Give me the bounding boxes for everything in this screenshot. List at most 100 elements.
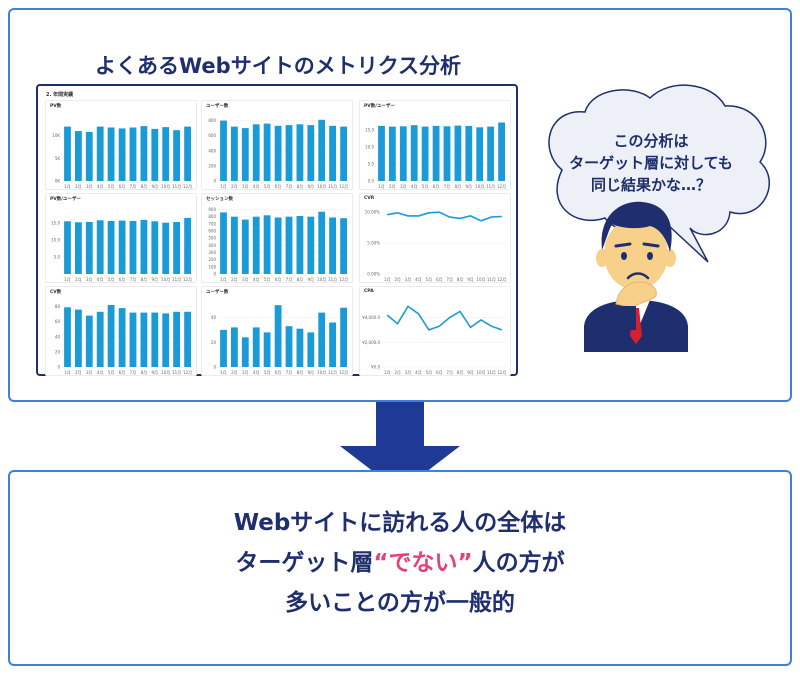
x-tick-label: 1月 xyxy=(64,277,71,282)
bar xyxy=(85,132,93,181)
bar xyxy=(285,216,293,274)
x-tick-label: 6月 xyxy=(119,184,126,189)
y-tick-label: 15.0 xyxy=(51,221,60,226)
bar xyxy=(75,309,82,367)
y-tick-label: 300 xyxy=(208,250,216,255)
x-tick-label: 4月 xyxy=(97,184,104,189)
panel-title: PV数 xyxy=(50,104,62,109)
bubble-line-2: ターゲット層に対しても xyxy=(569,154,733,172)
x-tick-label: 11月 xyxy=(487,370,496,375)
y-tick-label: 0 xyxy=(213,179,216,184)
bar xyxy=(96,220,104,274)
y-tick-label: 0.0 xyxy=(368,179,375,184)
series-line xyxy=(387,211,502,222)
x-tick-label: 4月 xyxy=(253,370,260,375)
x-tick-label: 8月 xyxy=(457,370,464,375)
bar xyxy=(173,222,180,274)
x-tick-label: 11月 xyxy=(328,184,337,189)
x-tick-label: 5月 xyxy=(426,370,433,375)
x-tick-label: 9月 xyxy=(467,370,474,375)
conclusion-line-3: 多いことの方が一般的 xyxy=(285,590,515,616)
right-eyebrow xyxy=(642,242,660,248)
x-tick-label: 12月 xyxy=(183,370,192,375)
bar xyxy=(173,130,180,181)
bar xyxy=(220,120,227,181)
x-tick-label: 5月 xyxy=(264,370,271,375)
x-tick-label: 11月 xyxy=(487,277,496,282)
y-tick-label: ¥0.0 xyxy=(371,365,380,370)
bar xyxy=(85,315,93,367)
x-tick-label: 11月 xyxy=(486,184,495,189)
x-tick-label: 9月 xyxy=(308,370,315,375)
x-tick-label: 2月 xyxy=(231,370,238,375)
x-tick-label: 5月 xyxy=(108,184,115,189)
x-tick-label: 12月 xyxy=(339,184,348,189)
bar xyxy=(329,322,336,367)
bar xyxy=(220,212,227,274)
x-tick-label: 4月 xyxy=(253,277,260,282)
x-tick-label: 3月 xyxy=(405,277,412,282)
bar xyxy=(140,312,148,367)
bar xyxy=(498,122,505,181)
x-tick-label: 7月 xyxy=(286,277,293,282)
y-tick-label: 5.0 xyxy=(368,162,375,167)
bar xyxy=(378,125,385,181)
y-tick-label: 0.00% xyxy=(367,272,380,277)
bar xyxy=(329,125,336,181)
bar xyxy=(85,222,93,274)
bar xyxy=(129,221,137,274)
x-tick-label: 5月 xyxy=(108,277,115,282)
bar xyxy=(231,327,238,367)
bar xyxy=(151,312,159,367)
x-tick-label: 4月 xyxy=(97,277,104,282)
bar xyxy=(399,126,407,181)
bar xyxy=(252,124,260,181)
right-ear xyxy=(664,249,676,267)
conclusion-frame xyxy=(8,470,792,666)
x-tick-label: 10月 xyxy=(161,370,170,375)
bar xyxy=(307,125,315,181)
left-eyebrow xyxy=(614,242,632,248)
x-tick-label: 9月 xyxy=(152,184,159,189)
x-tick-label: 7月 xyxy=(130,277,137,282)
bar xyxy=(107,127,115,181)
bar xyxy=(184,217,191,274)
left-ear xyxy=(596,249,608,267)
series-line xyxy=(386,305,503,331)
x-tick-label: 3月 xyxy=(400,184,407,189)
bar xyxy=(241,337,249,367)
x-tick-label: 10月 xyxy=(317,277,326,282)
mouth xyxy=(626,272,650,280)
x-tick-label: 8月 xyxy=(457,277,464,282)
bar xyxy=(340,218,347,274)
bar xyxy=(296,216,304,274)
x-tick-label: 2月 xyxy=(231,184,238,189)
bar xyxy=(162,222,170,274)
y-tick-label: 60 xyxy=(55,319,61,324)
bubble-line-3: 同じ結果かな…？ xyxy=(590,176,711,194)
bar xyxy=(118,128,126,181)
x-tick-label: 9月 xyxy=(467,277,474,282)
bar xyxy=(465,125,473,181)
bar xyxy=(162,313,170,367)
x-tick-label: 12月 xyxy=(497,277,506,282)
left-eye xyxy=(621,252,627,260)
bar xyxy=(162,127,170,181)
x-tick-label: 8月 xyxy=(297,184,304,189)
x-tick-label: 6月 xyxy=(275,370,282,375)
x-tick-label: 5月 xyxy=(108,370,115,375)
panel-title: ユーザー数 xyxy=(206,290,229,295)
down-arrow xyxy=(340,402,460,492)
y-tick-label: 40 xyxy=(211,315,217,320)
y-tick-label: 80 xyxy=(55,304,61,309)
bar xyxy=(421,126,429,181)
thinking-person-illustration xyxy=(584,201,688,352)
panel-title: PV数/ユーザー xyxy=(50,197,81,202)
